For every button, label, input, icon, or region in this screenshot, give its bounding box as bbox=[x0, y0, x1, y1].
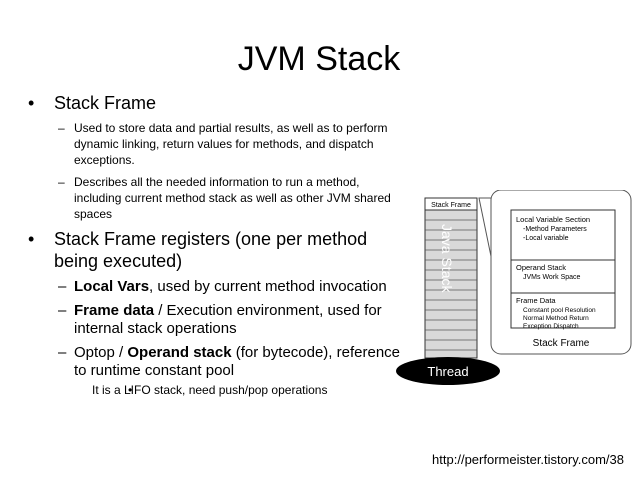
jvm-stack-diagram: Stack Frame Java Stack Thread Local Vari… bbox=[395, 189, 635, 395]
jvm-stack-svg: Stack Frame Java Stack Thread Local Vari… bbox=[396, 189, 632, 385]
operand-item-workspace: JVMs Work Space bbox=[523, 274, 581, 281]
local-vars-desc: , used by current method invocation bbox=[149, 278, 387, 295]
sub-bullet-local-vars: Local Vars, used by current method invoc… bbox=[26, 278, 406, 296]
sub-bullet-purpose: Used to store data and partial results, … bbox=[26, 120, 406, 168]
local-vars-term: Local Vars bbox=[74, 278, 150, 295]
operand-section-title: Operand Stack bbox=[516, 263, 566, 272]
local-item-vars: -Local variable bbox=[523, 235, 569, 242]
thread-label: Thread bbox=[427, 364, 468, 379]
local-section-title: Local Variable Section bbox=[516, 215, 590, 224]
sub-bullet-operand-stack: Optop / Operand stack (for bytecode), re… bbox=[26, 344, 406, 398]
java-stack-vertical-label: Java Stack bbox=[439, 224, 455, 293]
frame-data-desc: / Execution environment, used for intern… bbox=[74, 302, 382, 337]
frame-data-item-exception: Exception Dispatch bbox=[523, 323, 579, 330]
source-url: http://performeister.tistory.com/38 bbox=[432, 452, 624, 467]
local-item-params: -Method Parameters bbox=[523, 226, 587, 233]
thread-ellipse bbox=[396, 357, 500, 385]
frame-data-section-title: Frame Data bbox=[516, 296, 556, 305]
bullet-stack-frame: Stack Frame bbox=[26, 92, 406, 114]
stack-frame-header-label: Stack Frame bbox=[431, 202, 471, 209]
operand-stack-desc: (for bytecode), reference to runtime con… bbox=[74, 344, 401, 379]
stack-dividers bbox=[425, 219, 477, 351]
sub-bullet-describes: Describes all the needed information to … bbox=[26, 174, 406, 222]
sub-bullet-frame-data: Frame data / Execution environment, used… bbox=[26, 302, 406, 338]
frame-data-term: Frame data bbox=[74, 302, 155, 319]
bullet-frame-registers: Stack Frame registers (one per method be… bbox=[26, 228, 406, 272]
stack-frame-caption: Stack Frame bbox=[533, 338, 590, 349]
frame-detail-box bbox=[510, 209, 616, 329]
frame-data-item-return: Normal Method Return bbox=[523, 315, 589, 322]
operand-stack-term: Operand stack bbox=[127, 344, 232, 361]
frame-data-item-cp: Constant pool Resolution bbox=[523, 307, 596, 314]
bullet-list: Stack Frame Used to store data and parti… bbox=[26, 92, 406, 404]
stack-frame-cell bbox=[424, 197, 478, 211]
slide-title: JVM Stack bbox=[237, 40, 401, 78]
optop-prefix: Optop / bbox=[74, 344, 128, 361]
sub-sub-bullet-lifo: It is a LIFO stack, need push/pop operat… bbox=[74, 382, 406, 398]
